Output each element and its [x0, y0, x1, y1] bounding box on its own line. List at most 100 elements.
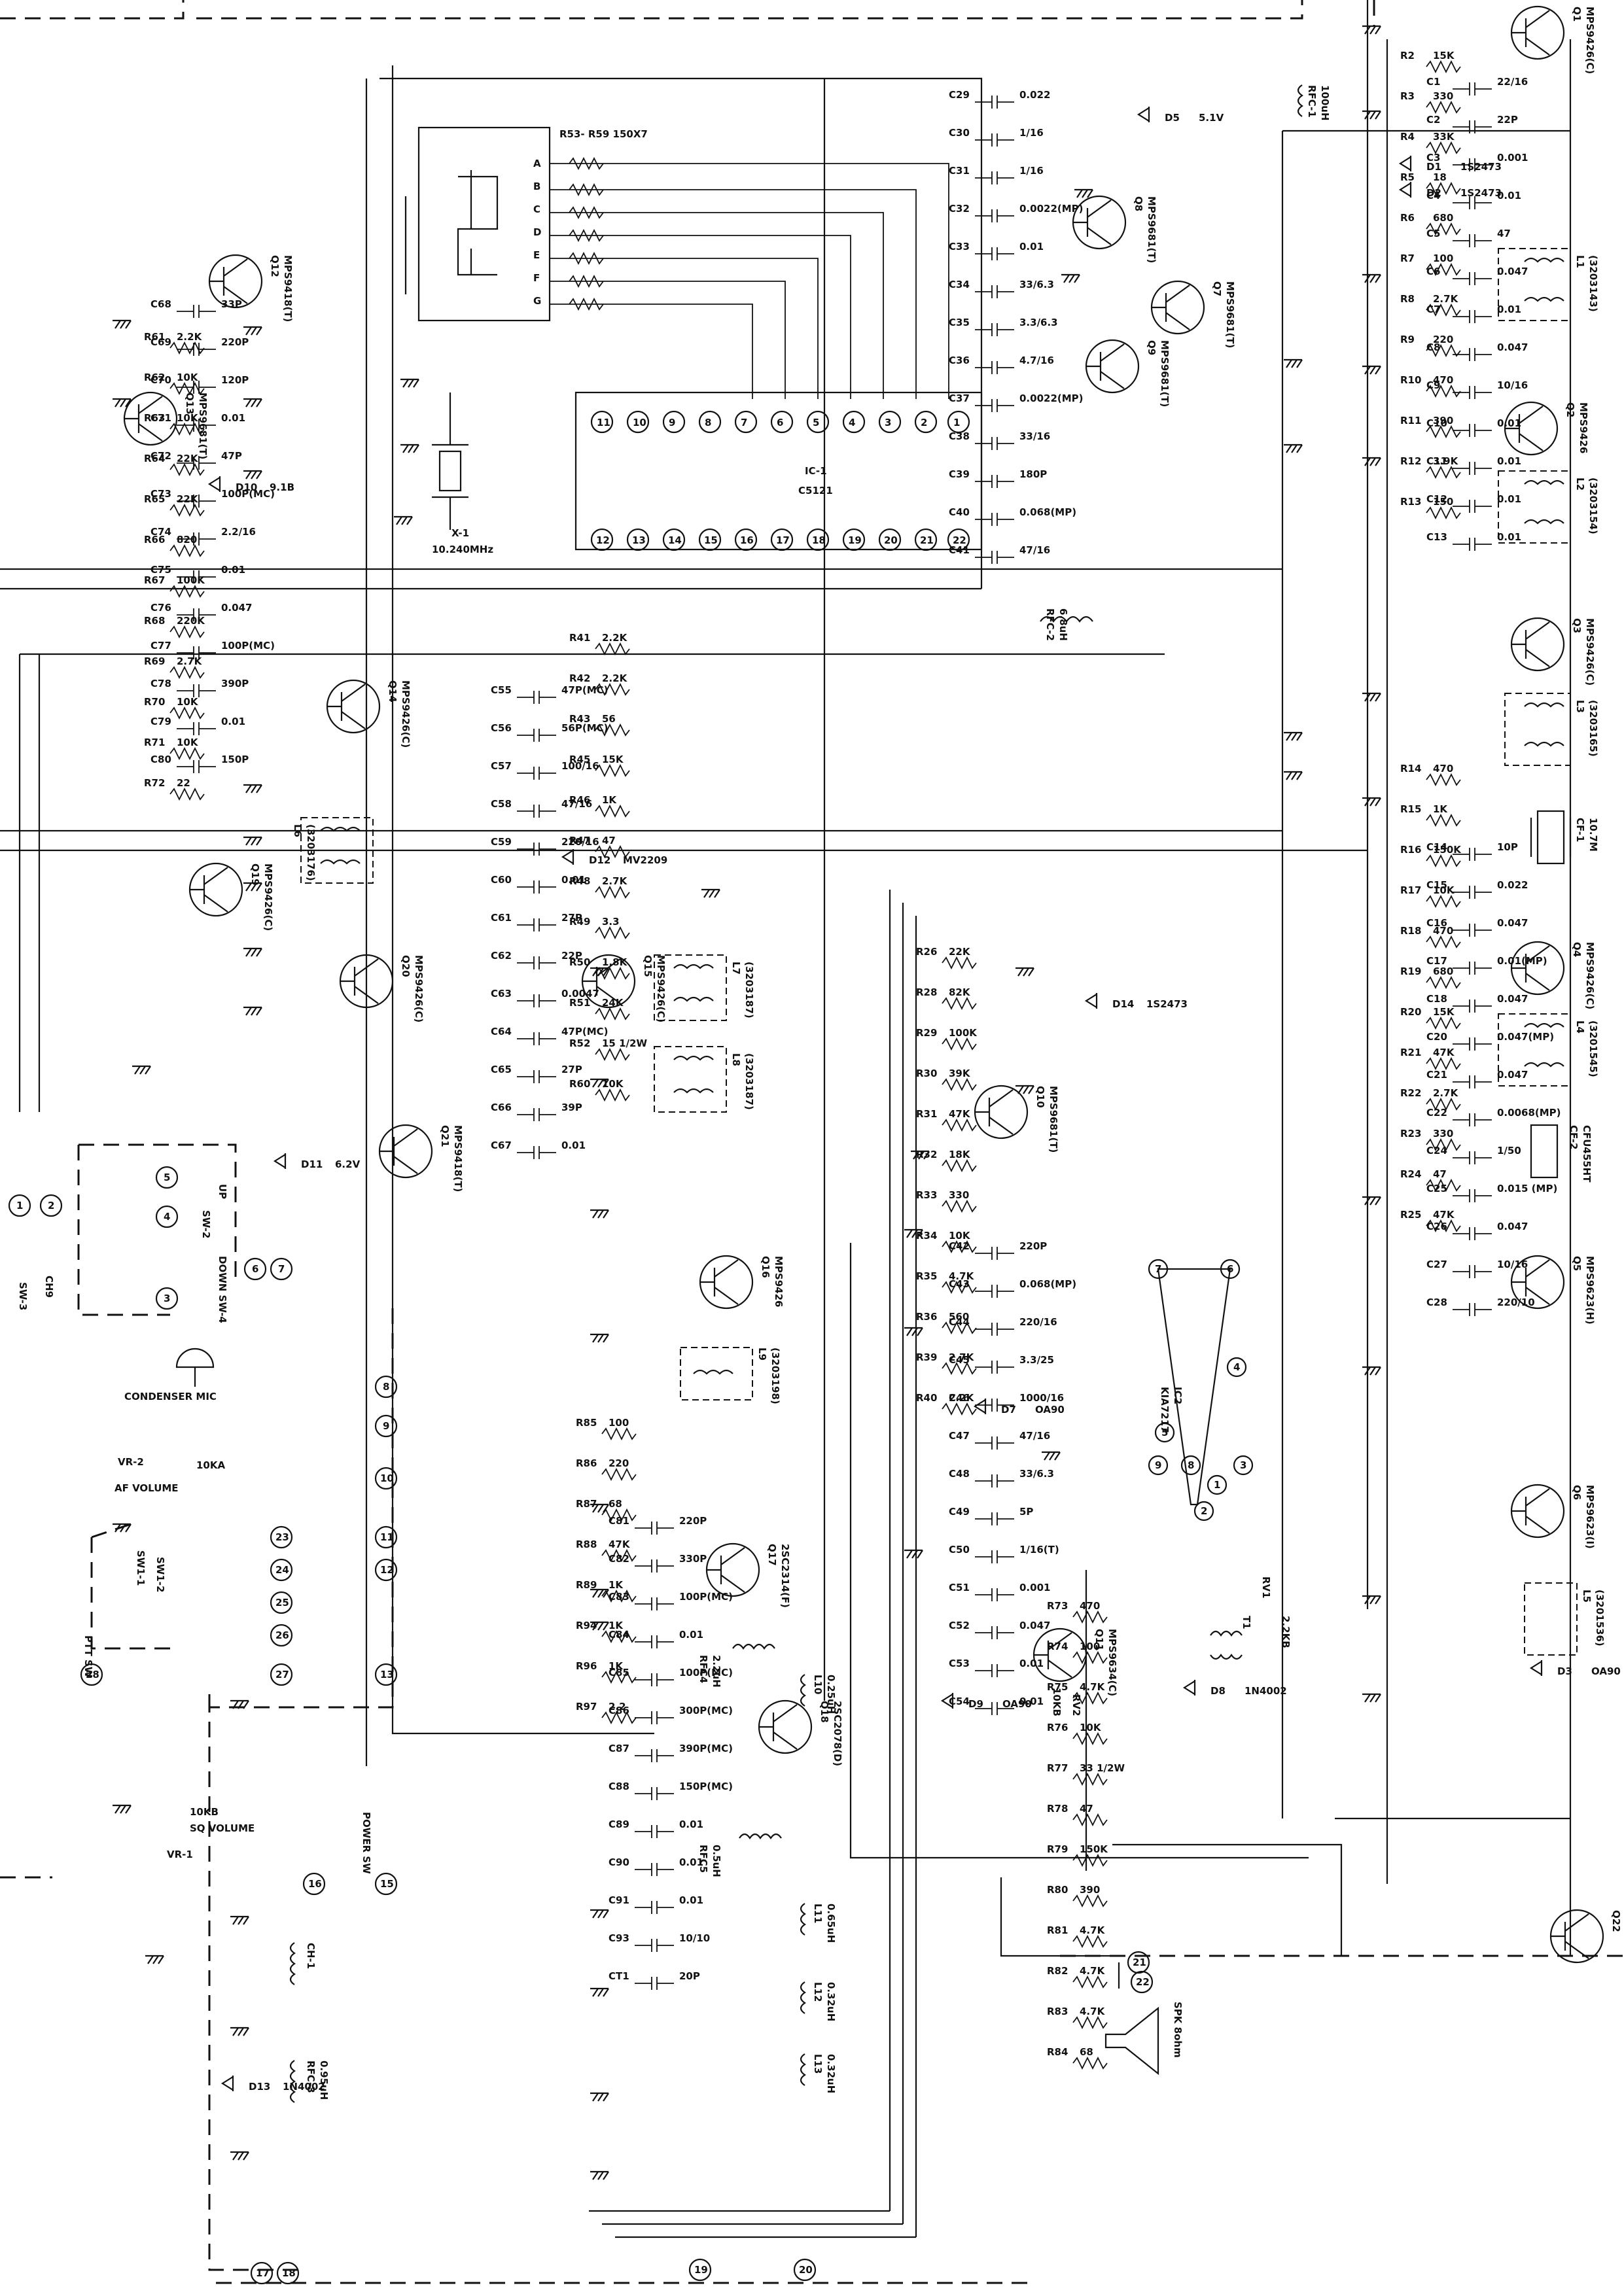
- af-volume-label: AF VOLUME: [115, 1482, 179, 1494]
- resistor-name: R62: [144, 372, 165, 383]
- capacitor-symbol: [975, 1664, 1014, 1677]
- capacitor-name: C77: [150, 640, 171, 652]
- capacitor-name: C71: [150, 412, 171, 424]
- ic2-pin-circle: [1207, 1474, 1227, 1495]
- connector-number: 22: [1136, 1976, 1150, 1988]
- ic1-package: [574, 391, 983, 551]
- resistor-symbol: [601, 1508, 637, 1522]
- capacitor-symbol: [1453, 848, 1492, 861]
- transistor-leads: [1511, 1259, 1550, 1305]
- resistor-name: R87: [576, 1498, 597, 1510]
- coil-name: L3: [1574, 700, 1586, 713]
- connector-terminal: [270, 1624, 293, 1647]
- capacitor-name: C30: [949, 127, 970, 139]
- resistor-name: R94: [576, 1620, 597, 1631]
- transistor-part: 2SC2314(F): [779, 1544, 791, 1608]
- capacitor-value: 10/16: [1497, 1259, 1528, 1270]
- resistor-symbol: [942, 1077, 977, 1092]
- resistor-name: R76: [1047, 1722, 1068, 1733]
- capacitor-symbol: [635, 1522, 674, 1535]
- ic2-pin-circle: [1148, 1455, 1169, 1476]
- segment-d: D: [533, 226, 541, 238]
- diode-symbol: [1137, 107, 1150, 122]
- capacitor-name: C58: [491, 798, 512, 810]
- capacitor-name: C6: [1426, 266, 1440, 277]
- capacitor-value: 3.3/6.3: [1019, 317, 1058, 328]
- capacitor-name: C32: [949, 203, 970, 215]
- capacitor-name: C15: [1426, 879, 1447, 891]
- coil-name: L1: [1574, 255, 1586, 268]
- resistor-name: R41: [569, 632, 590, 644]
- resistor-name: R51: [569, 997, 590, 1009]
- resistor-symbol: [595, 1007, 630, 1021]
- ceramic-filter-cf2: [1530, 1124, 1559, 1179]
- resistor-symbol: [942, 1118, 977, 1132]
- resistor-name: R21: [1400, 1047, 1421, 1058]
- resistor-value: 47K: [1433, 1047, 1455, 1058]
- diode-symbol: [1398, 156, 1412, 171]
- ic1-pin-top-number: 9: [669, 417, 675, 428]
- connector-terminal: [8, 1194, 31, 1217]
- connector-terminal: [374, 1375, 398, 1399]
- diode-symbol: [1529, 1660, 1543, 1676]
- resistor-symbol: [942, 1240, 977, 1254]
- connector-number: 21: [1133, 1957, 1146, 1968]
- condenser-mic-label: CONDENSER MIC: [124, 1391, 217, 1402]
- connector-terminal: [270, 1257, 293, 1281]
- transistor-part: MPS9426(C): [1584, 618, 1596, 686]
- resistor-symbol: [595, 1088, 630, 1102]
- ground-symbol: [242, 947, 263, 958]
- capacitor-name: C91: [609, 1894, 629, 1906]
- cabinet-border-top-left: [0, 0, 185, 20]
- resistor-value: 10K: [1080, 1722, 1102, 1733]
- capacitor-symbol: [177, 419, 216, 432]
- series-inductors: [289, 84, 1303, 2103]
- capacitor-value: 0.047: [1019, 1620, 1050, 1631]
- capacitor-value: 100P(MC): [221, 488, 275, 500]
- resistor-symbol: [595, 682, 630, 697]
- capacitor-name: C60: [491, 874, 512, 886]
- transistor-part: MPS9681(T): [1159, 340, 1171, 407]
- capacitor-value: 0.01: [221, 564, 245, 576]
- speaker: [1104, 2006, 1159, 2076]
- resistor-name: R61: [144, 331, 165, 343]
- coil-part: 6.8uH: [1057, 608, 1069, 641]
- capacitor-symbol: [635, 1673, 674, 1686]
- capacitor-name: C85: [609, 1667, 629, 1679]
- transistor-name: Q18: [819, 1701, 830, 1723]
- capacitor-value: 27P: [561, 1064, 582, 1075]
- connector-number: 12: [380, 1564, 394, 1576]
- ptt-switch-box: [90, 1523, 170, 1650]
- resistor-value: 470: [1433, 925, 1453, 937]
- capacitor-name: C65: [491, 1064, 512, 1075]
- capacitor-name: C84: [609, 1629, 629, 1641]
- resistor-value: 4.7K: [1080, 1924, 1106, 1936]
- capacitor-name: C25: [1426, 1183, 1447, 1194]
- connector-number: 24: [275, 1564, 289, 1576]
- capacitor-name: C1: [1426, 76, 1440, 88]
- capacitor-name: C78: [150, 678, 171, 689]
- ground-symbol: [700, 888, 721, 899]
- capacitor-value: 1/16(T): [1019, 1544, 1059, 1556]
- resistor-name: R35: [916, 1270, 937, 1282]
- resistor-name: R45: [569, 754, 590, 765]
- connector-number: 28: [86, 1669, 99, 1680]
- segment-e: E: [533, 249, 540, 261]
- capacitor-name: C82: [609, 1553, 629, 1565]
- resistor-name: R47: [569, 835, 590, 846]
- connector-terminal: [688, 2258, 712, 2282]
- coil-name: RFC4: [697, 1655, 709, 1683]
- resistor-name: R10: [1400, 374, 1421, 386]
- capacitor-symbol: [975, 551, 1014, 564]
- connector-terminal: [270, 1558, 293, 1582]
- capacitor-value: 0.0068(MP): [1497, 1107, 1561, 1119]
- capacitor-value: 0.0022(MP): [1019, 392, 1084, 404]
- ic1-pin-top-number: 2: [921, 417, 927, 428]
- sw1-1-label: SW1-1: [135, 1550, 147, 1586]
- capacitor-name: C22: [1426, 1107, 1447, 1119]
- capacitor-symbol: [1453, 462, 1492, 475]
- capacitor-symbol: [975, 1626, 1014, 1639]
- transistor-leads: [327, 684, 366, 729]
- resistor-value: 330: [1433, 90, 1453, 102]
- resistor-symbol: [1426, 1138, 1461, 1152]
